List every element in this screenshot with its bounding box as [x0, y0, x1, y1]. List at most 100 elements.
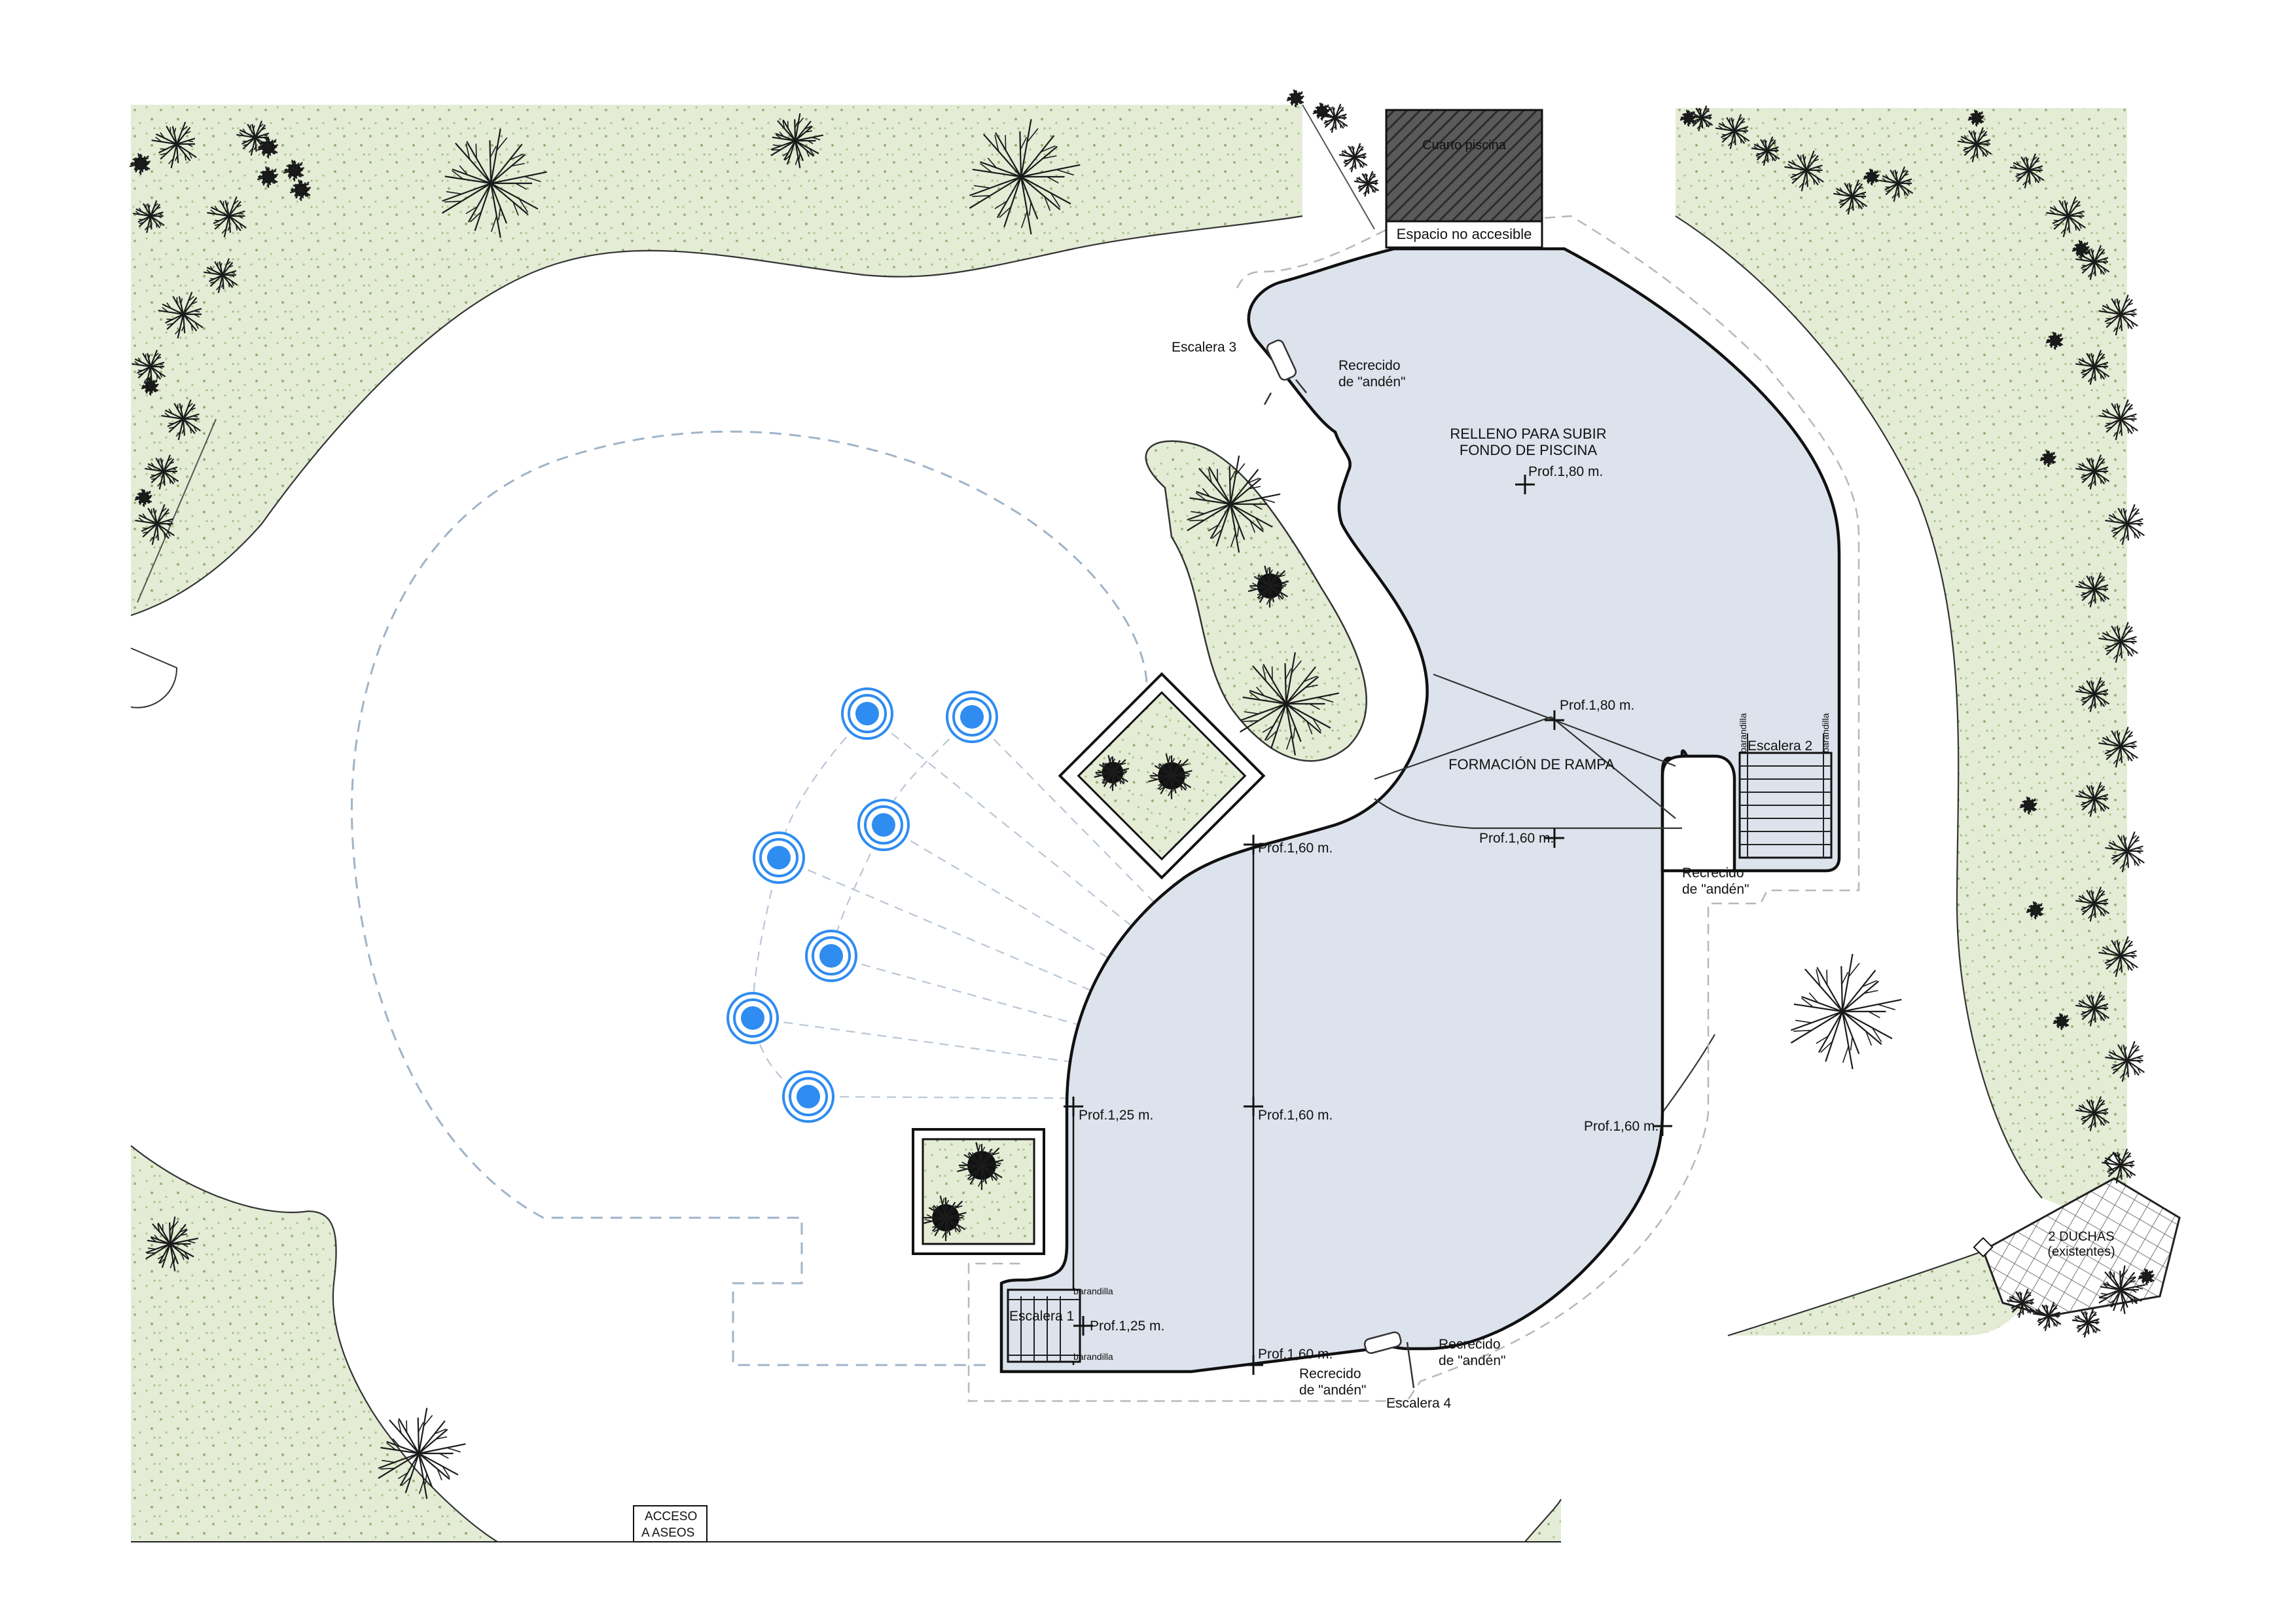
tree-icon	[132, 200, 165, 233]
raised-platform-label-top: Recrecido	[1338, 358, 1401, 373]
tree-icon	[2075, 1096, 2110, 1131]
tree-icon	[1833, 179, 1868, 215]
tree-icon	[1286, 89, 1304, 108]
tree-icon	[2075, 886, 2110, 922]
depth-markers	[1064, 475, 1672, 1375]
tree-icon	[2045, 331, 2064, 350]
tree-icon	[2098, 1265, 2146, 1315]
fountain-jet-icon	[805, 930, 857, 982]
tree-icon	[283, 159, 305, 181]
depth-marker-icon	[1545, 828, 1564, 848]
stair-1	[1007, 1288, 1081, 1363]
fountain-jet-icon	[841, 687, 893, 740]
tree-icon	[2072, 1308, 2101, 1338]
tree-icon	[1879, 166, 1914, 202]
ladder-2-label: Escalera 2	[1748, 739, 1812, 754]
depth-label-160-upper: Prof.1,60 m.	[1258, 841, 1333, 856]
fountain-jets	[726, 687, 998, 1123]
fountain-jet-icon	[753, 831, 805, 884]
fill-title-line-2: FONDO DE PISCINA	[1460, 442, 1598, 458]
tree-icon	[2032, 1302, 2062, 1332]
planter-square	[912, 1128, 1045, 1255]
tree-icon	[441, 128, 547, 238]
tree-icon	[2075, 782, 2110, 817]
tree-icon	[2098, 294, 2138, 336]
depth-label-160-bottom: Prof.1,60 m.	[1258, 1347, 1333, 1362]
plaza-outline	[351, 430, 1148, 1366]
tree-icon	[1958, 127, 1992, 162]
pump-room	[1385, 109, 1543, 249]
tree-icon	[2102, 1148, 2136, 1184]
fountain-jet-icon	[946, 691, 998, 743]
tree-icon	[145, 454, 179, 490]
ladder-3-label: Escalera 3	[1172, 340, 1236, 355]
tree-icon	[2105, 831, 2145, 873]
tree-icon	[2075, 350, 2110, 385]
depth-label-125-left: Prof.1,25 m.	[1079, 1108, 1153, 1123]
ramp-label: FORMACIÓN DE RAMPA	[1448, 756, 1615, 773]
fill-title-line-1: RELLENO PARA SUBIR	[1450, 426, 1606, 442]
stair-2-steps	[1740, 733, 1831, 858]
tree-icon	[2105, 503, 2145, 545]
tree-icon	[1319, 103, 1348, 134]
access-toilets-box	[633, 1505, 708, 1542]
depth-label-160-right: Prof.1,60 m.	[1584, 1119, 1659, 1134]
tree-icon	[1240, 652, 1340, 756]
railing-label-stair2-left: barandilla	[1738, 713, 1748, 753]
depth-label-160-ramp-base: Prof.1,60 m.	[1479, 831, 1554, 846]
depth-label-125-stair: Prof.1,25 m.	[1090, 1319, 1164, 1334]
tree-icon	[1967, 109, 1984, 127]
garden-areas	[131, 105, 2127, 1542]
railing-label-stair1-bottom: barandilla	[1073, 1351, 1113, 1362]
garden-bottom-corner	[1525, 1499, 1561, 1542]
garden-island	[1145, 440, 1367, 762]
tree-icon	[2075, 677, 2110, 712]
pump-room-label: Cuarto piscina	[1422, 138, 1507, 153]
tree-icon	[957, 1142, 1004, 1190]
raised-platform-label-right: Recrecido	[1682, 866, 1744, 881]
access-label-2: A ASEOS	[641, 1526, 694, 1540]
depth-marker-icon	[1064, 1097, 1083, 1116]
tree-icon	[2098, 621, 2138, 663]
railing-label-stair2-right: barandilla	[1820, 713, 1831, 753]
tree-icon	[2075, 454, 2110, 490]
ladder-4	[1363, 1331, 1415, 1389]
tree-icon	[1338, 143, 1368, 173]
tree-icon	[2010, 153, 2045, 189]
depth-marker-icon	[1653, 1116, 1672, 1136]
pool-notch-stair2	[1660, 754, 1736, 873]
raised-platform-sub-right: de "andén"	[1682, 882, 1749, 897]
ladder-1-label: Escalera 1	[1009, 1309, 1074, 1324]
ladder-3	[1263, 339, 1307, 405]
tree-icon	[2098, 399, 2138, 441]
depth-marker-icon	[1073, 1316, 1093, 1336]
depth-marker-icon	[1545, 710, 1564, 730]
tree-icon	[257, 166, 279, 188]
tree-icon	[204, 258, 238, 293]
tree-icon	[134, 488, 152, 507]
tree-icon	[257, 136, 279, 158]
garden-bottom-right	[1728, 1244, 2042, 1336]
tree-icon	[2075, 572, 2110, 608]
tree-icon	[1187, 455, 1281, 553]
tree-icon	[922, 1195, 967, 1241]
tree-icon	[132, 350, 166, 385]
raised-platform-sub-bottom-left: de "andén"	[1299, 1383, 1367, 1398]
tree-icon	[2098, 726, 2138, 768]
depth-marker-icon	[1244, 1355, 1263, 1375]
raised-platform-sub-bottom-right: de "andén"	[1439, 1353, 1506, 1368]
tree-icon	[378, 1408, 466, 1499]
tree-icon	[1751, 136, 1780, 166]
tree-icon	[969, 119, 1081, 235]
pool-surround-outline	[967, 215, 1860, 1402]
tree-icon	[1790, 953, 1902, 1070]
tree-icon	[1354, 170, 1380, 197]
access-label-1: ACCESO	[645, 1510, 697, 1523]
tree-icon	[2075, 991, 2110, 1027]
tree-icon	[2098, 936, 2138, 977]
raised-platform-sub-top: de "andén"	[1338, 374, 1406, 390]
tree-icon	[289, 179, 312, 201]
tree-icon	[145, 1216, 199, 1271]
tree-icon	[129, 153, 151, 175]
